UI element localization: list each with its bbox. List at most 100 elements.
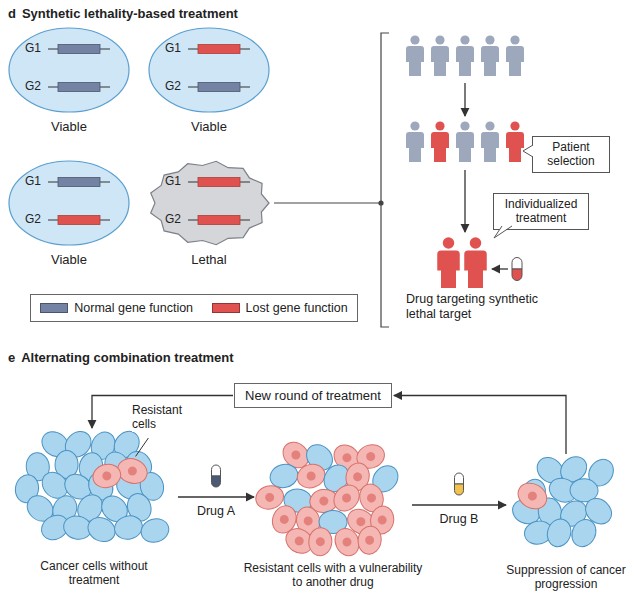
legend-text: Normal gene function (74, 301, 193, 315)
cell-nucleus (377, 515, 387, 525)
person-icon (456, 35, 474, 76)
edge-label: Drug A (195, 504, 237, 518)
callout-tail-edge (494, 226, 512, 238)
legend-swatch (40, 303, 68, 313)
cell-cluster-art (258, 444, 408, 556)
panel-letter: e (8, 350, 15, 365)
cell-outline (148, 160, 270, 246)
cell-shape: G1G2Viable (8, 27, 130, 113)
pill-icon (455, 484, 464, 495)
gene-bar (58, 216, 100, 225)
cell-caption: Viable (148, 119, 270, 134)
person-icon (406, 35, 424, 76)
cancer-cell (544, 516, 575, 550)
legend: Normal gene function Lost gene function (30, 294, 358, 322)
leader-line (274, 202, 381, 203)
cell-group (513, 478, 551, 514)
legend-swatch (212, 303, 240, 313)
callout-tail-fill (494, 225, 512, 238)
panel-title: Alternating combination treatment (21, 350, 233, 365)
cancer-cell (356, 525, 383, 556)
cancer-cell (567, 515, 600, 550)
flow-arrow (464, 83, 465, 116)
gene-name: G2 (25, 79, 41, 93)
panel-heading: dSynthetic lethality-based treatment (8, 6, 238, 21)
cell-nucleus (305, 470, 316, 481)
person-icon (456, 121, 474, 162)
callout-tail-fill (523, 145, 534, 157)
cell-membrane (9, 28, 129, 112)
gene-name: G1 (165, 41, 181, 55)
cancer-cell (294, 461, 328, 492)
pill-icon (455, 473, 464, 484)
cell-nucleus (264, 492, 275, 503)
cell-nucleus (101, 470, 112, 481)
cell-cluster-art (510, 458, 622, 558)
person-icon (481, 121, 499, 162)
gene-bar (58, 83, 100, 92)
cell-nucleus (365, 535, 375, 545)
cell-nucleus (127, 465, 139, 477)
callout-tail (523, 145, 537, 159)
flow-connector (412, 504, 506, 505)
callout-tail (500, 226, 514, 240)
cluster-caption: Suppression of cancer progression (506, 563, 626, 592)
person-icon (464, 237, 487, 288)
cancer-cell (112, 513, 145, 542)
callout-label: Resistant cells (132, 403, 190, 432)
gene-bar (198, 216, 240, 225)
cell-nucleus (303, 515, 314, 526)
cell-nucleus (293, 535, 305, 547)
cell-group (356, 525, 383, 556)
cell-shape: G1G2Viable (8, 160, 130, 246)
cell-caption: Lethal (148, 252, 270, 267)
cancer-cell (308, 527, 333, 557)
cell-group (294, 461, 328, 492)
cell-membrane (149, 28, 269, 112)
cancer-cell (90, 461, 123, 490)
cell-nucleus (366, 492, 377, 503)
cell-caption: Viable (8, 119, 130, 134)
legend-item: Lost gene function (212, 301, 348, 315)
cell-cluster-art (14, 432, 174, 554)
flow-connector (178, 496, 254, 497)
cell-cluster: Resistant cellsCancer cells without trea… (14, 432, 174, 554)
callout-box: Patient selection (532, 136, 610, 173)
cancer-cell (138, 515, 172, 545)
cell-outline (8, 27, 130, 113)
cell-group (90, 461, 123, 490)
panel-heading: e Alternating combination treatment (8, 350, 234, 365)
cell-nucleus (352, 471, 363, 482)
gene-bar (198, 178, 240, 187)
gene-name: G1 (25, 41, 41, 55)
person-icon (437, 237, 460, 288)
callout-tail-edge (523, 145, 533, 157)
callout-text: Patient selection (538, 140, 604, 169)
cell-shape: G1G2Viable (148, 27, 270, 113)
drug-label: Drug targeting synthetic lethal target (406, 292, 546, 322)
cell-group (138, 515, 172, 545)
cell-membrane (9, 161, 129, 245)
bracket (381, 33, 389, 327)
cell-caption: Viable (8, 252, 130, 267)
cell-shape: G1G2Lethal (148, 160, 270, 246)
flow-arrow (492, 268, 508, 269)
cell-nucleus (341, 451, 354, 464)
gene-bar (198, 83, 240, 92)
gene-name: G2 (165, 212, 181, 226)
cell-nucleus (290, 449, 303, 462)
person-icon (431, 35, 449, 76)
edge-label: Drug B (438, 512, 481, 526)
person-icon (406, 121, 424, 162)
cluster-caption: Resistant cells with a vulnerability to … (243, 561, 423, 590)
pill-icon (512, 258, 522, 270)
cancer-cell (84, 513, 119, 546)
flow-arrow (464, 170, 465, 232)
pill-icon (212, 476, 221, 487)
cell-nucleus (341, 536, 353, 548)
cell-outline (8, 160, 130, 246)
cell-group (112, 513, 145, 542)
cancer-cell (513, 478, 551, 514)
cell-nucleus (355, 515, 368, 528)
panel-letter: d (8, 6, 16, 21)
